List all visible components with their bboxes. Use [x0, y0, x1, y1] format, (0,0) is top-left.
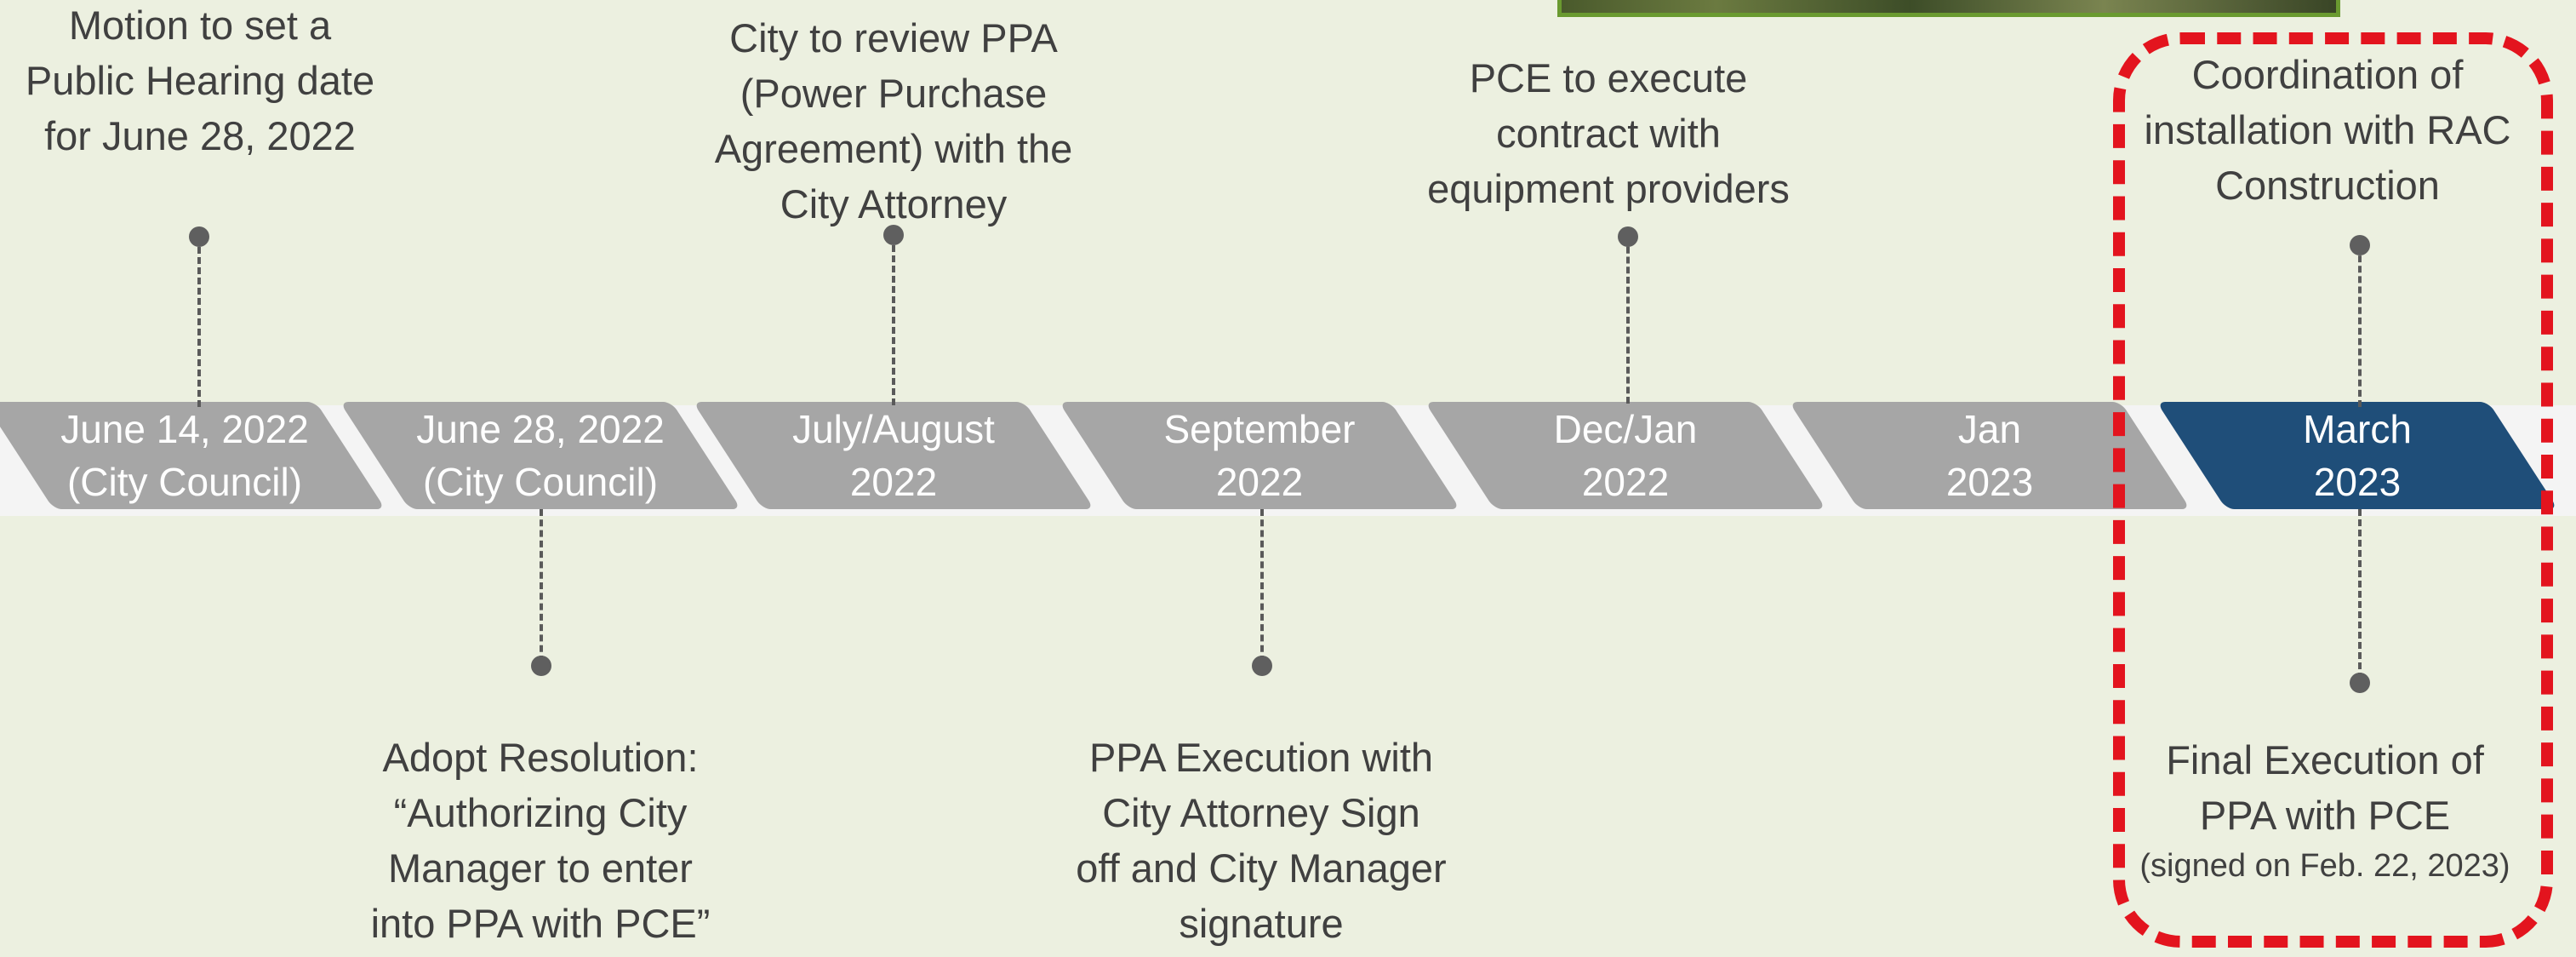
step-subtitle: (City Council)	[66, 460, 303, 504]
note-line: (Power Purchase	[740, 71, 1048, 116]
connector-dot	[883, 225, 904, 245]
step-year: 2023	[1945, 460, 2034, 504]
connector-line	[892, 235, 895, 405]
note-line: Construction	[2215, 163, 2440, 208]
note-installation-coordination: Coordination of installation with RAC Co…	[2128, 47, 2527, 213]
connector-dot	[531, 656, 551, 676]
note-line: Adopt Resolution:	[382, 735, 699, 780]
step-dec-jan: Dec/Jan 2022	[1459, 402, 1791, 509]
step-date: Jan	[1957, 407, 2022, 451]
note-line: Agreement) with the	[714, 126, 1073, 171]
step-july-august: July/August 2022	[728, 402, 1060, 509]
note-adopt-resolution: Adopt Resolution: “Authorizing City Mana…	[328, 730, 753, 951]
connector-dot	[2350, 235, 2370, 255]
connector-line	[1626, 237, 1630, 404]
note-line: Coordination of	[2191, 52, 2464, 97]
note-line: off and City Manager	[1076, 845, 1447, 891]
step-date: July/August	[792, 407, 995, 451]
note-line: PPA with PCE	[2199, 793, 2451, 838]
highlight-box	[2113, 32, 2553, 948]
note-line: into PPA with PCE”	[370, 901, 711, 946]
note-pce-contract: PCE to execute contract with equipment p…	[1396, 50, 1821, 216]
step-year: 2023	[2313, 460, 2402, 504]
step-march: March 2023	[2191, 402, 2523, 509]
note-line: “Authorizing City	[393, 790, 688, 835]
connector-line	[1260, 509, 1264, 662]
connector-dot	[1618, 226, 1638, 247]
note-line: Final Execution of	[2166, 737, 2484, 782]
connector-line	[2358, 509, 2362, 679]
connector-dot	[1252, 656, 1272, 676]
note-line: City Attorney	[780, 181, 1008, 226]
step-date: June 14, 2022	[60, 407, 309, 451]
note-ppa-review: City to review PPA (Power Purchase Agree…	[681, 10, 1106, 232]
note-line: contract with	[1496, 111, 1721, 156]
connector-line	[2358, 245, 2362, 407]
step-date: June 28, 2022	[416, 407, 665, 451]
connector-line	[540, 509, 543, 662]
step-date: March	[2303, 407, 2412, 451]
note-line: signature	[1179, 901, 1344, 946]
note-line: Motion to set a	[68, 3, 332, 48]
step-subtitle: (City Council)	[422, 460, 659, 504]
note-line: for June 28, 2022	[44, 113, 356, 158]
signed-date-note: (signed on Feb. 22, 2023)	[2139, 848, 2510, 884]
connector-dot	[2350, 673, 2370, 693]
note-line: City to review PPA	[729, 15, 1058, 60]
connector-line	[197, 237, 201, 407]
photo-image	[1557, 0, 2340, 17]
step-jan: Jan 2023	[1824, 402, 2156, 509]
note-line: PPA Execution with	[1088, 735, 1434, 780]
step-june-14: June 14, 2022 (City Council)	[19, 402, 351, 509]
note-final-execution: Final Execution of PPA with PCE (signed …	[2125, 732, 2525, 889]
connector-dot	[189, 226, 209, 247]
step-date: September	[1163, 407, 1356, 451]
step-june-28: June 28, 2022 (City Council)	[374, 402, 706, 509]
step-year: 2022	[849, 460, 938, 504]
step-date: Dec/Jan	[1553, 407, 1698, 451]
note-line: installation with RAC	[2144, 107, 2511, 152]
note-line: equipment providers	[1427, 166, 1790, 211]
step-year: 2022	[1581, 460, 1670, 504]
step-year: 2022	[1215, 460, 1304, 504]
note-line: City Attorney Sign	[1102, 790, 1420, 835]
note-line: PCE to execute	[1469, 55, 1748, 100]
note-ppa-execution: PPA Execution with City Attorney Sign of…	[1048, 730, 1474, 951]
note-public-hearing-motion: Motion to set a Public Hearing date for …	[0, 0, 400, 163]
note-line: Manager to enter	[388, 845, 693, 891]
step-september: September 2022	[1094, 402, 1425, 509]
note-line: Public Hearing date	[25, 58, 375, 103]
